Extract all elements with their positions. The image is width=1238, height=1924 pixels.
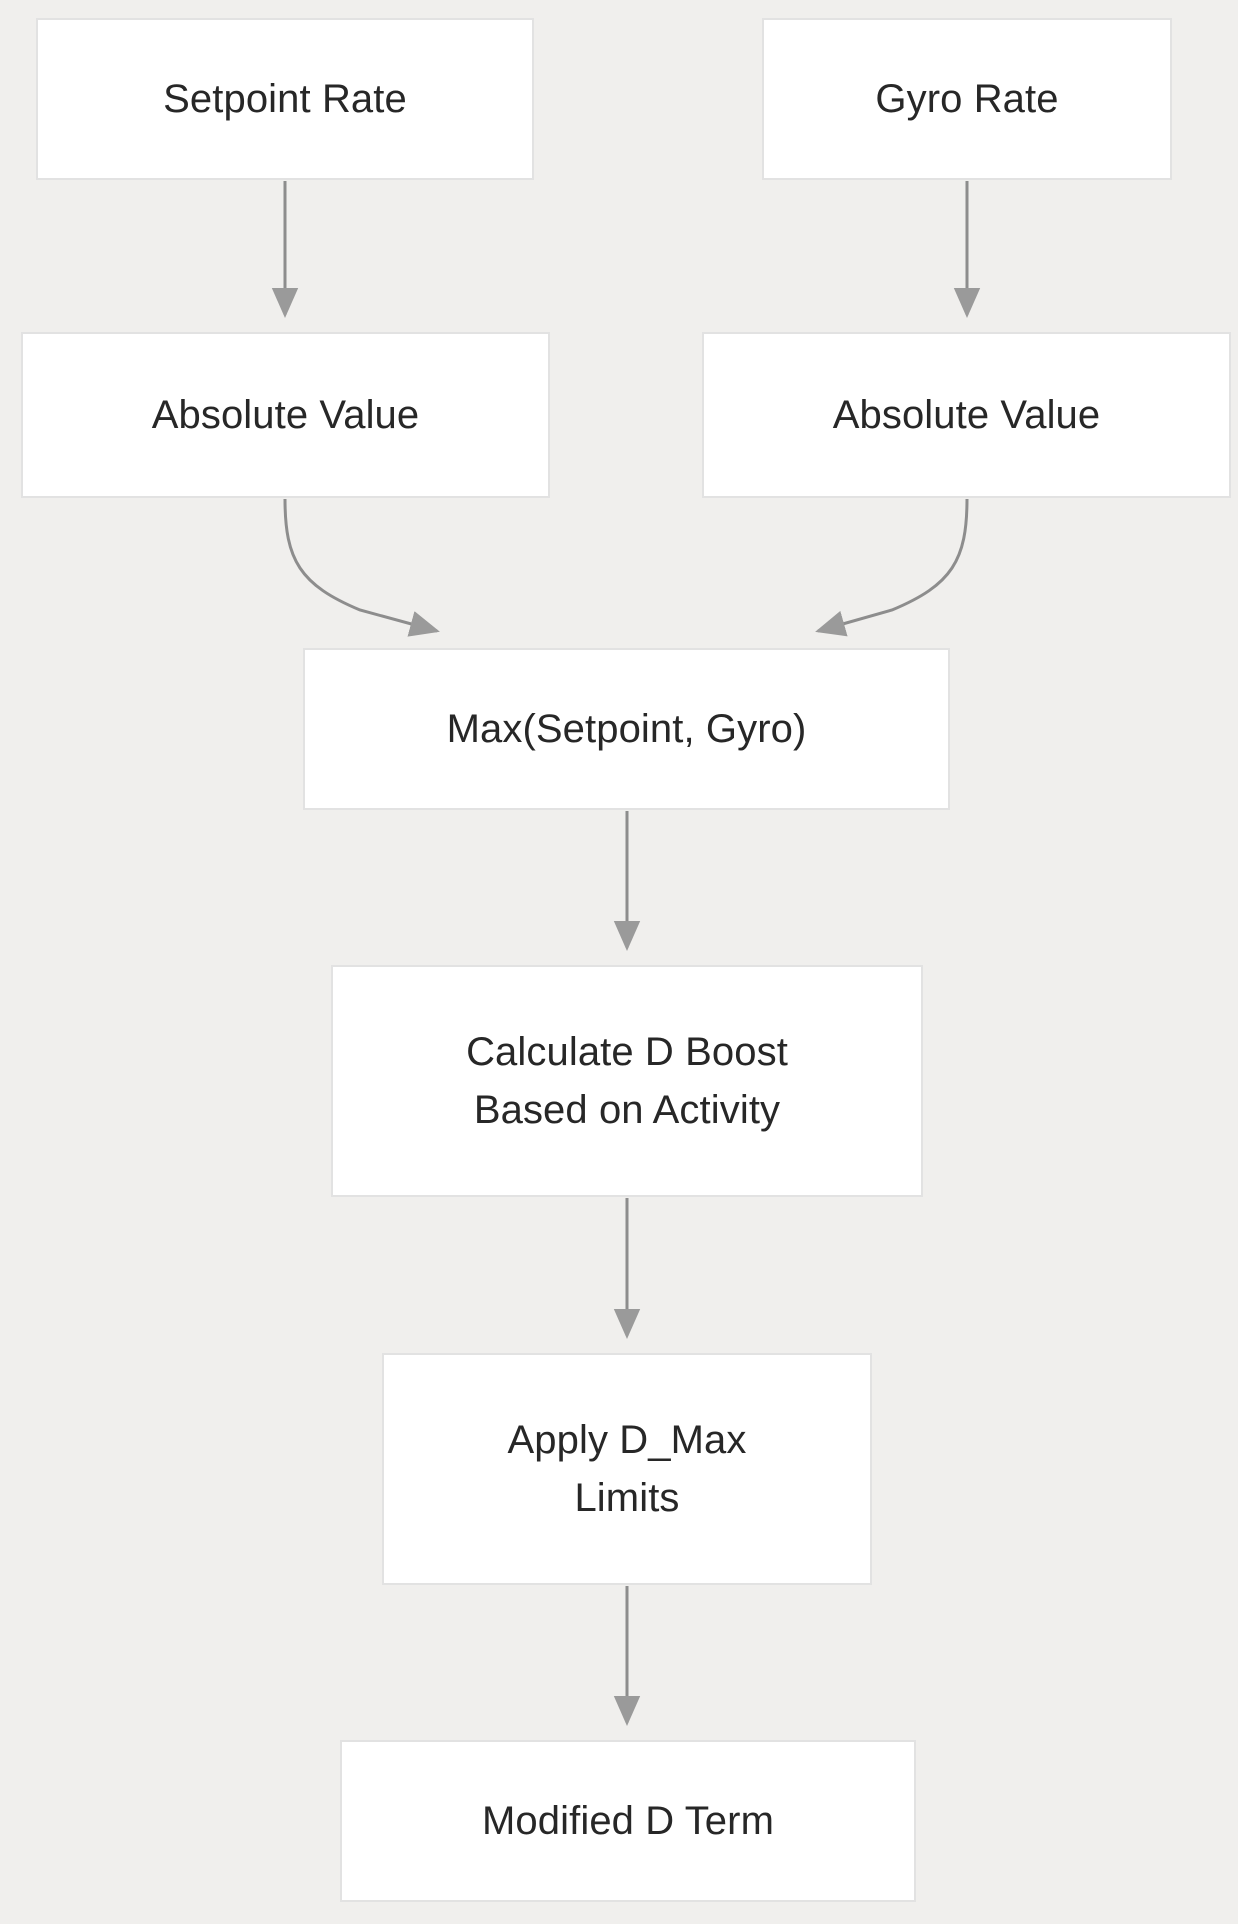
node-absolute-value-setpoint[interactable]: Absolute Value [21,332,550,498]
node-calculate-d-boost-label: Calculate D Boost Based on Activity [466,1030,788,1132]
node-max-setpoint-gyro-label: Max(Setpoint, Gyro) [446,707,807,751]
node-gyro-rate-label: Gyro Rate [875,77,1059,121]
node-absolute-value-gyro[interactable]: Absolute Value [702,332,1231,498]
node-setpoint-rate[interactable]: Setpoint Rate [36,18,534,180]
node-modified-d-term-label: Modified D Term [482,1799,774,1843]
node-absolute-value-setpoint-label: Absolute Value [151,393,420,437]
node-apply-d-max-limits[interactable]: Apply D_Max Limits [382,1353,872,1585]
node-calculate-d-boost[interactable]: Calculate D Boost Based on Activity [331,965,923,1197]
node-setpoint-rate-label: Setpoint Rate [163,77,407,121]
node-absolute-value-gyro-label: Absolute Value [832,393,1101,437]
edge-abs-gyro-to-max [815,498,969,637]
node-apply-d-max-limits-label: Apply D_Max Limits [507,1418,747,1520]
edge-abs-setpoint-to-max [283,498,440,637]
node-max-setpoint-gyro[interactable]: Max(Setpoint, Gyro) [303,648,950,810]
node-modified-d-term[interactable]: Modified D Term [340,1740,916,1902]
node-gyro-rate[interactable]: Gyro Rate [762,18,1172,180]
